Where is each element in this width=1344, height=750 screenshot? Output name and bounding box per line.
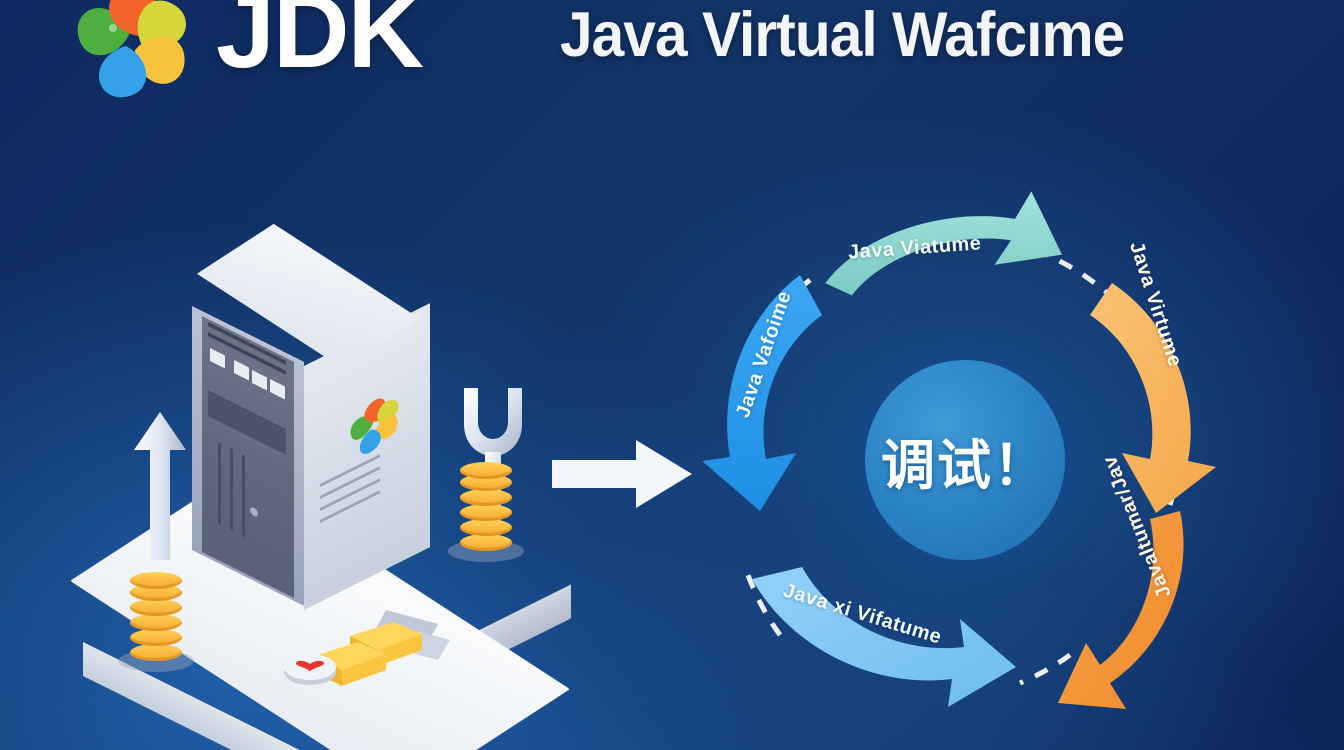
cycle-arrow-bottom [752, 567, 1016, 707]
cycle-arrow-bottom-right [1058, 511, 1184, 709]
cycle-arrow-top [825, 191, 1062, 296]
brand-title: JDK [216, 0, 424, 90]
heart-button[interactable] [282, 650, 338, 686]
center-label: 调试！ [881, 433, 1049, 497]
coin-stack-right [460, 462, 512, 552]
page-title: Java Virtual Wafcıme [560, 0, 1125, 70]
connector-bottomright-bottom [1019, 652, 1072, 686]
connector-bottom-left [745, 574, 783, 637]
jdk-pinwheel-logo-small [344, 379, 406, 472]
right-arrow-icon [548, 432, 696, 516]
header: JDK Java Virtual Wafcıme [0, 0, 1344, 108]
cycle-center-badge: 调试！ [865, 360, 1065, 560]
server-tower [188, 223, 448, 610]
coin-stack-left [130, 572, 182, 662]
isometric-server-illustration [69, 223, 590, 750]
jdk-pinwheel-logo [58, 0, 208, 106]
process-cycle-diagram: Java Viatume Java Virtume Javaltumar/Jav… [660, 175, 1280, 735]
cycle-arrow-left [702, 275, 822, 511]
up-arrow-icon [132, 410, 188, 560]
cycle-arrow-right [1090, 283, 1216, 513]
